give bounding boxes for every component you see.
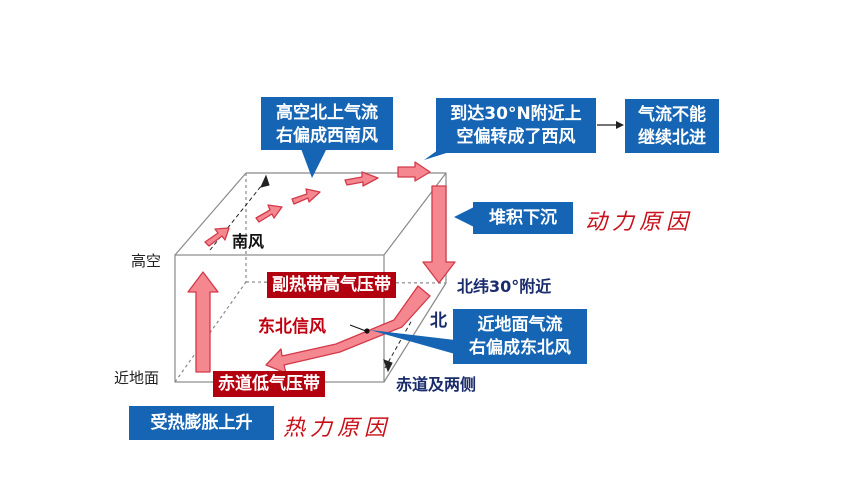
lat-30n-label: 北纬30°附近 [457,277,552,296]
lower-meridian-arrowhead [383,359,393,373]
lower-meridian-dash [384,319,413,369]
cube-edge-top-left [174,172,247,256]
upper-arrow-5 [397,161,431,182]
trade-wind-marker [364,328,370,334]
north-partial-label: 北 [430,311,447,331]
connector-arrowhead [616,121,624,129]
upper-arrow-4 [344,171,379,187]
callout-heat-rise: 受热膨胀上升 [129,406,274,440]
upper-arrow-1 [204,227,230,247]
south-wind-label: 南风 [232,232,265,251]
pointer-surface-ne [370,330,455,354]
high-altitude-label: 高空 [131,252,162,270]
upper-arrow-2 [255,204,283,223]
callout-upper-south-wind: 高空北上气流 右偏成西南风 [261,97,393,150]
rising-arrow [187,271,219,373]
surface-flow-arrow [265,285,431,374]
pointer-accumulate [454,206,476,228]
callout-accumulate-sink: 堆积下沉 [473,202,573,234]
pointer-upper-south-wind [300,146,328,178]
upper-arrow-3 [291,188,321,205]
callout-surface-northeast: 近地面气流 右偏成东北风 [453,309,587,364]
trade-wind-leader [349,324,367,332]
equatorial-low-belt: 赤道低气压带 [213,371,325,397]
sinking-arrow [422,185,456,284]
thermal-cause-note: 热力原因 [283,416,392,441]
callout-reach-30n: 到达30°N附近上 空偏转成了西风 [436,98,596,153]
ne-trade-wind-label: 东北信风 [258,317,326,337]
cube-edge-bottom-right [383,282,447,383]
equator-sides-label: 赤道及两侧 [396,375,477,394]
airflow-arrows [187,161,456,374]
near-surface-label: 近地面 [114,369,160,387]
upper-meridian-arrowhead [260,174,270,188]
cube-back-face [246,172,447,283]
dynamic-cause-note: 动力原因 [585,210,694,235]
callout-cannot-continue: 气流不能 继续北进 [625,99,719,153]
connector-arrow [597,121,624,129]
subtropical-high-belt: 副热带高气压带 [267,272,396,298]
